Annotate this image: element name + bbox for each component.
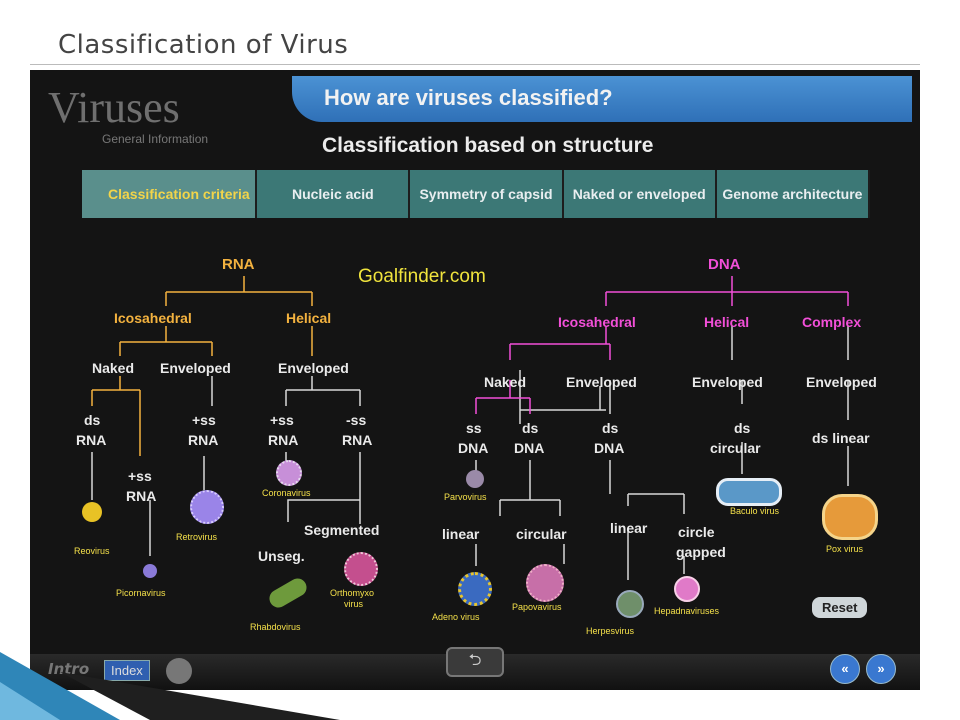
linear-label: linear <box>442 526 479 542</box>
previous-button[interactable]: « <box>830 654 860 684</box>
virus-app-screen: Viruses General Information How are viru… <box>30 70 920 690</box>
retro-ss-rna-label: +ss <box>192 412 216 428</box>
ss-rna-label-b: RNA <box>126 488 156 504</box>
coronavirus-label: Coronavirus <box>262 488 311 498</box>
parvovirus-label: Parvovirus <box>444 492 487 502</box>
watermark: Goalfinder.com <box>358 266 486 288</box>
corona-ss-rna-label-b: RNA <box>268 432 298 448</box>
rhabdovirus-label: Rhabdovirus <box>250 622 301 632</box>
orthomyxovirus-label: Orthomyxo <box>330 588 374 598</box>
ss-dna-label-b: DNA <box>458 440 488 456</box>
ds-rna-label-b: RNA <box>76 432 106 448</box>
papovavirus-icon <box>526 564 564 602</box>
ss-dna-label: ss <box>466 420 482 436</box>
ds-rna-label: ds <box>84 412 100 428</box>
corona-ss-rna-label: +ss <box>270 412 294 428</box>
reset-button[interactable]: Reset <box>812 597 867 618</box>
adenovirus-label: Adeno virus <box>432 612 480 622</box>
ds-circular-label: ds <box>734 420 750 436</box>
reovirus-icon <box>82 502 102 522</box>
picornavirus-icon <box>143 564 157 578</box>
herpesvirus-label: Herpesvirus <box>586 626 634 636</box>
dna-node: DNA <box>708 256 741 273</box>
hepadnavirus-label: Hepadnaviruses <box>654 606 719 616</box>
orthomyxovirus-icon <box>344 552 378 586</box>
slide-title: Classification of Virus <box>58 30 348 60</box>
back-button[interactable]: ⮌ <box>446 647 504 677</box>
rna-naked-node: Naked <box>92 360 134 376</box>
rna-helical-enveloped-node: Enveloped <box>278 360 349 376</box>
baculovirus-icon <box>716 478 782 506</box>
circle-gapped-label-b: gapped <box>676 544 726 560</box>
rna-helical-node: Helical <box>286 310 331 326</box>
ds-dna-label: ds <box>522 420 538 436</box>
herpesvirus-icon <box>616 590 644 618</box>
slide-corner-decoration <box>0 652 340 720</box>
ds-linear-label: ds linear <box>812 430 870 446</box>
circular-label: circular <box>516 526 567 542</box>
retro-ss-rna-label-b: RNA <box>188 432 218 448</box>
baculovirus-label: Baculo virus <box>730 506 779 516</box>
poxvirus-icon <box>822 494 878 540</box>
papovavirus-label: Papovavirus <box>512 602 562 612</box>
rna-enveloped-node: Enveloped <box>160 360 231 376</box>
parvovirus-icon <box>466 470 484 488</box>
hepadnavirus-icon <box>674 576 700 602</box>
reovirus-label: Reovirus <box>74 546 110 556</box>
retrovirus-icon <box>190 490 224 524</box>
dna-complex-node: Complex <box>802 314 861 330</box>
picornavirus-label: Picornavirus <box>116 588 166 598</box>
rna-node: RNA <box>222 256 255 273</box>
neg-ss-rna-label: -ss <box>346 412 366 428</box>
dna-enveloped-node: Enveloped <box>566 374 637 390</box>
dna-naked-node: Naked <box>484 374 526 390</box>
orthomyxovirus-label-b: virus <box>344 599 363 609</box>
circle-gapped-label: circle <box>678 524 715 540</box>
dna-helical-node: Helical <box>704 314 749 330</box>
dna-helical-enveloped-node: Enveloped <box>692 374 763 390</box>
next-button[interactable]: » <box>866 654 896 684</box>
enveloped-ds-dna-label: ds <box>602 420 618 436</box>
enveloped-ds-dna-label-b: DNA <box>594 440 624 456</box>
ss-rna-label: +ss <box>128 468 152 484</box>
rna-icosahedral-node: Icosahedral <box>114 310 192 326</box>
title-divider <box>30 64 920 65</box>
herpes-linear-label: linear <box>610 520 647 536</box>
ds-dna-label-b: DNA <box>514 440 544 456</box>
ds-circular-label-b: circular <box>710 440 761 456</box>
dna-complex-enveloped-node: Enveloped <box>806 374 877 390</box>
poxvirus-label: Pox virus <box>826 544 863 554</box>
coronavirus-icon <box>276 460 302 486</box>
segmented-label: Segmented <box>304 522 379 538</box>
dna-icosahedral-node: Icosahedral <box>558 314 636 330</box>
neg-ss-rna-label-b: RNA <box>342 432 372 448</box>
retrovirus-label: Retrovirus <box>176 532 217 542</box>
unsegmented-label: Unseg. <box>258 548 305 564</box>
adenovirus-icon <box>458 572 492 606</box>
